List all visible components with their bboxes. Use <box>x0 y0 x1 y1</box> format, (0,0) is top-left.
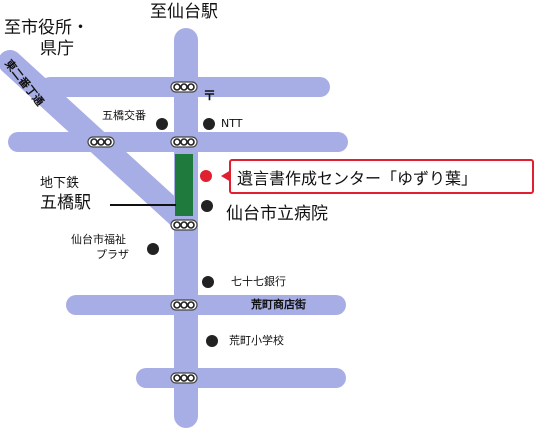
ntt-marker <box>203 118 215 130</box>
road-horizontal-4 <box>136 368 346 388</box>
traffic-signal-icon <box>170 81 198 93</box>
welfare-plaza-label-line2: プラザ <box>96 248 129 261</box>
northwest-destination-line2: 県庁 <box>40 39 74 59</box>
hospital-label: 仙台市立病院 <box>226 204 328 224</box>
road-horizontal-3 <box>66 295 346 315</box>
koban-label: 五橋交番 <box>102 109 146 122</box>
traffic-signal-icon <box>170 136 198 148</box>
target-label: 遺言書作成センター「ゆずり葉」 <box>237 168 478 188</box>
bank-label: 七十七銀行 <box>231 275 286 288</box>
traffic-signal-icon <box>170 372 198 384</box>
ntt-label: NTT <box>221 117 243 130</box>
traffic-signal-icon <box>170 219 198 231</box>
station-name-label: 五橋駅 <box>40 193 91 213</box>
post-office-icon: 〒 <box>203 89 217 104</box>
target-callout: 遺言書作成センター「ゆずり葉」 <box>229 159 534 194</box>
northwest-destination-line1: 至市役所・ <box>4 18 89 38</box>
school-label: 荒町小学校 <box>229 334 284 347</box>
north-destination-label: 至仙台駅 <box>150 2 218 22</box>
subway-line-label: 地下鉄 <box>40 176 80 191</box>
traffic-signal-icon <box>87 136 115 148</box>
hospital-marker <box>201 200 213 212</box>
welfare-plaza-marker <box>147 243 159 255</box>
arakawa-street-label: 荒町商店街 <box>251 298 306 311</box>
callout-pointer <box>221 170 231 182</box>
station-marker <box>175 154 193 216</box>
school-marker <box>206 335 218 347</box>
koban-marker <box>156 118 168 130</box>
welfare-plaza-label-line1: 仙台市福祉 <box>71 233 126 246</box>
traffic-signal-icon <box>170 299 198 311</box>
target-marker <box>200 170 212 182</box>
bank-marker <box>202 276 214 288</box>
